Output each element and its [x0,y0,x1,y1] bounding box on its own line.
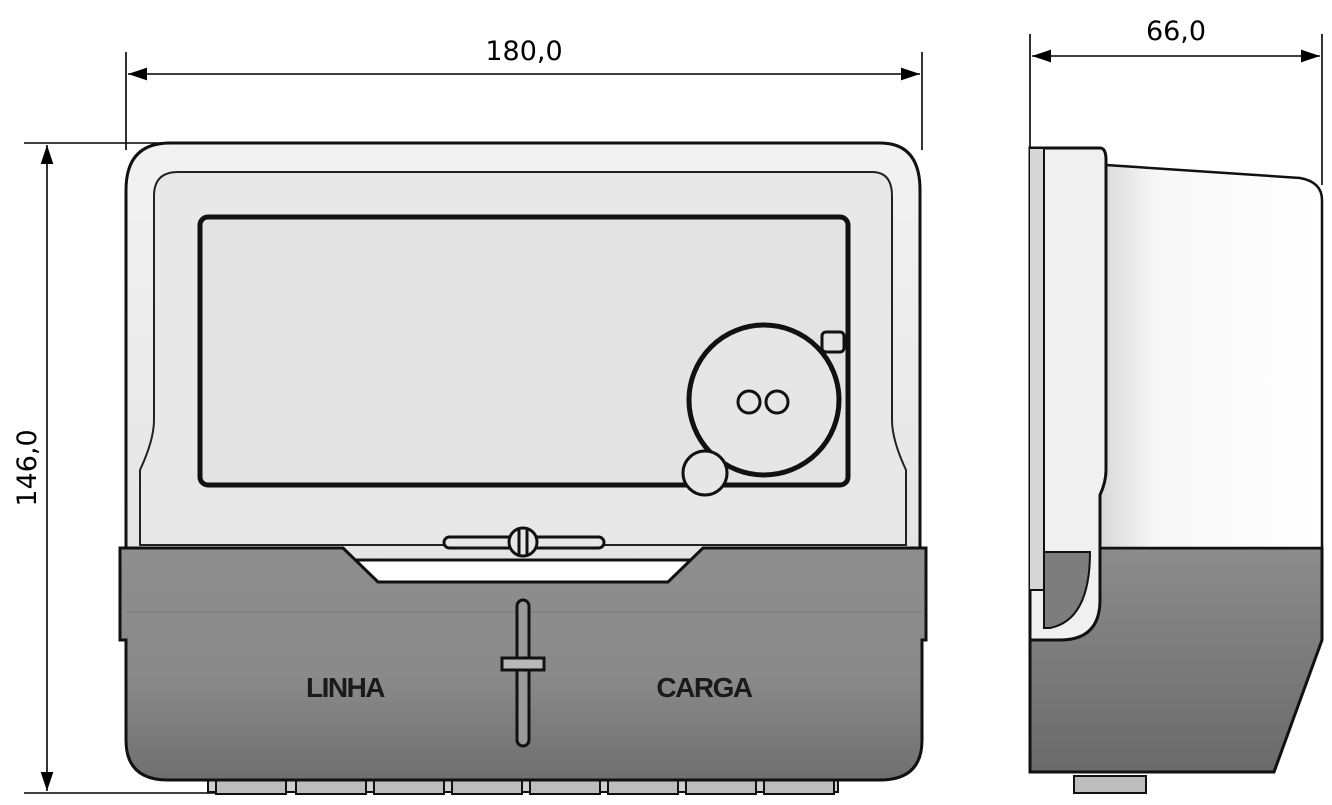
optical-port [681,322,846,497]
width-dimension-label: 180,0 [485,36,562,67]
depth-dimension-label: 66,0 [1146,16,1206,47]
side-foot [1073,775,1147,794]
dimension-depth: 66,0 [1029,16,1323,185]
side-view [1028,146,1324,794]
display-window [197,214,851,488]
carga-label: CARGA [656,672,752,703]
front-view: LINHA CARGA [118,141,928,795]
side-front-plate [1028,146,1108,642]
cover-divider [500,598,546,748]
linha-label: LINHA [306,672,385,703]
dimension-width: 180,0 [125,36,923,150]
height-dimension-label: 146,0 [12,429,43,506]
seal-slot [442,526,606,558]
dimension-height: 146,0 [12,142,220,794]
side-housing [1098,163,1324,550]
